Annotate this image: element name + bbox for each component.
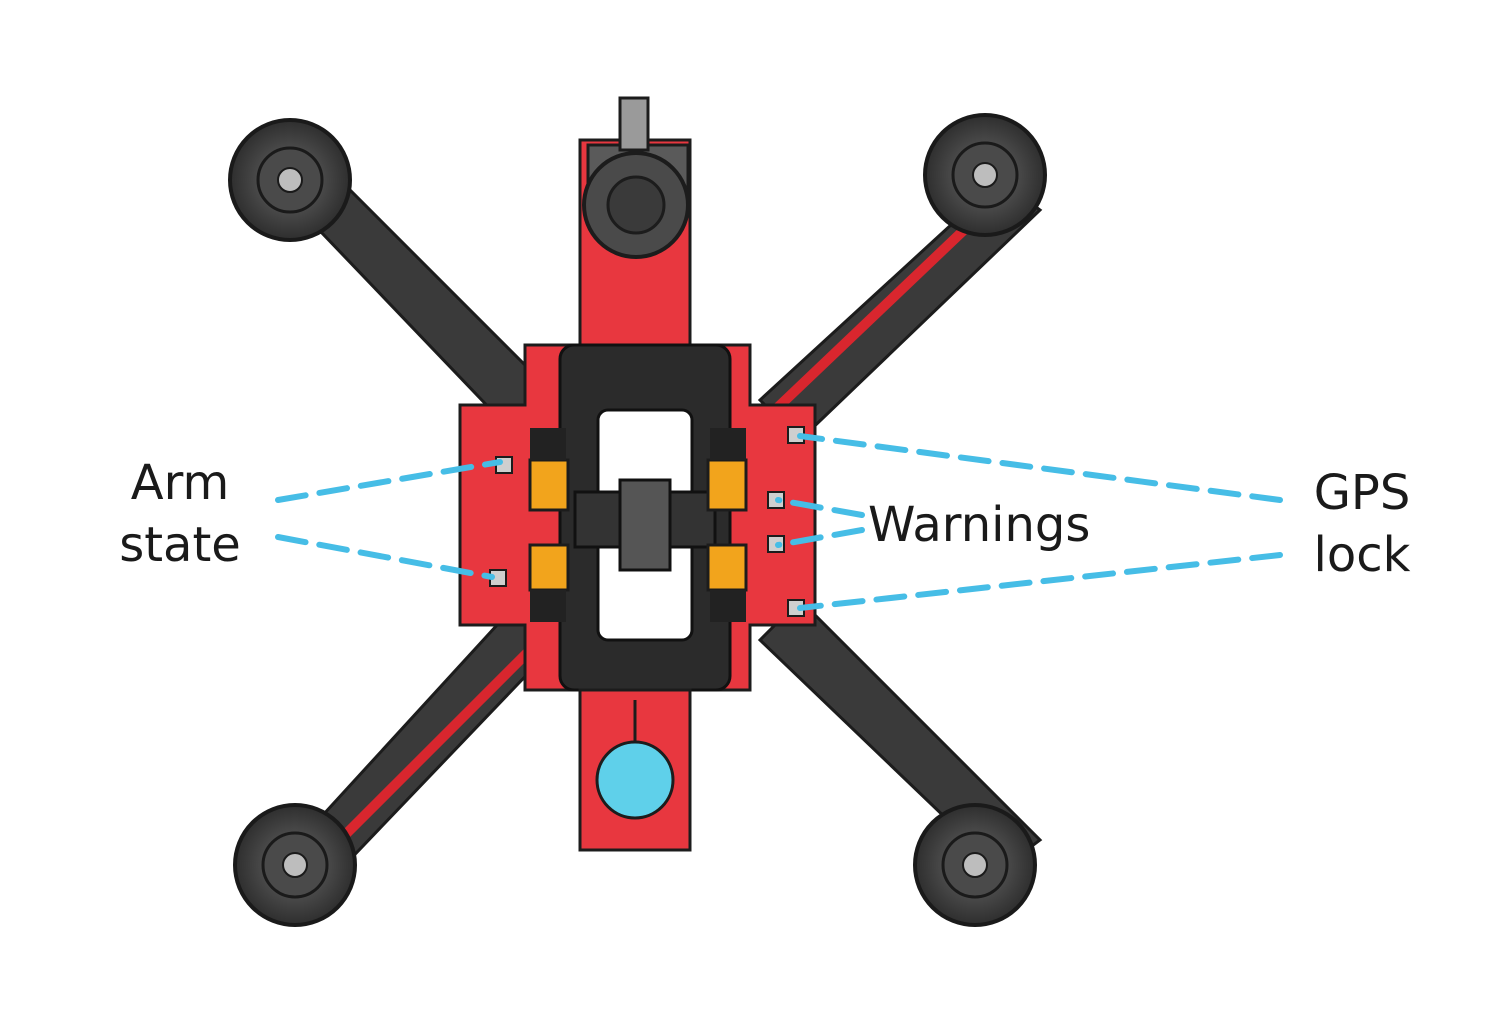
callout-arm-lower: [275, 534, 495, 580]
connector: [528, 543, 570, 592]
connector: [528, 458, 570, 512]
connector: [530, 428, 566, 460]
motors: [228, 113, 1047, 927]
gps-lock-label-line2: lock: [1313, 527, 1411, 583]
main-body: [458, 343, 817, 852]
gps-antenna-icon: [582, 96, 690, 259]
rear-button: [595, 740, 675, 820]
battery-strap-icon: [573, 478, 717, 572]
connector: [706, 458, 748, 512]
warnings-label-text: Warnings: [868, 497, 1091, 553]
callout-gps-lower: [797, 552, 1283, 611]
callout-warnings-lower: [775, 527, 865, 548]
motor-icon: [228, 118, 352, 242]
arm-state-label: Arm state: [100, 452, 260, 576]
connector: [706, 543, 748, 592]
arm-wire: [341, 641, 539, 839]
connector: [710, 428, 746, 460]
front-stem: [578, 96, 692, 352]
callout-arm-upper: [275, 459, 503, 503]
callout-gps-upper: [797, 433, 1283, 503]
connector: [530, 590, 566, 622]
callout-warnings-upper: [775, 497, 865, 518]
arm-wire: [771, 206, 989, 414]
gps-lock-label: GPS lock: [1292, 462, 1432, 586]
gps-lock-label-line1: GPS: [1313, 465, 1411, 521]
motor-icon: [233, 803, 357, 927]
arm-state-label-line2: state: [119, 517, 241, 573]
arm-state-label-line1: Arm: [130, 455, 230, 511]
warnings-label: Warnings: [868, 494, 1118, 556]
arm-top-left: [297, 178, 563, 443]
motor-icon: [913, 803, 1037, 927]
callout-lines: [275, 433, 1283, 611]
connector: [710, 590, 746, 622]
motor-icon: [923, 113, 1047, 237]
